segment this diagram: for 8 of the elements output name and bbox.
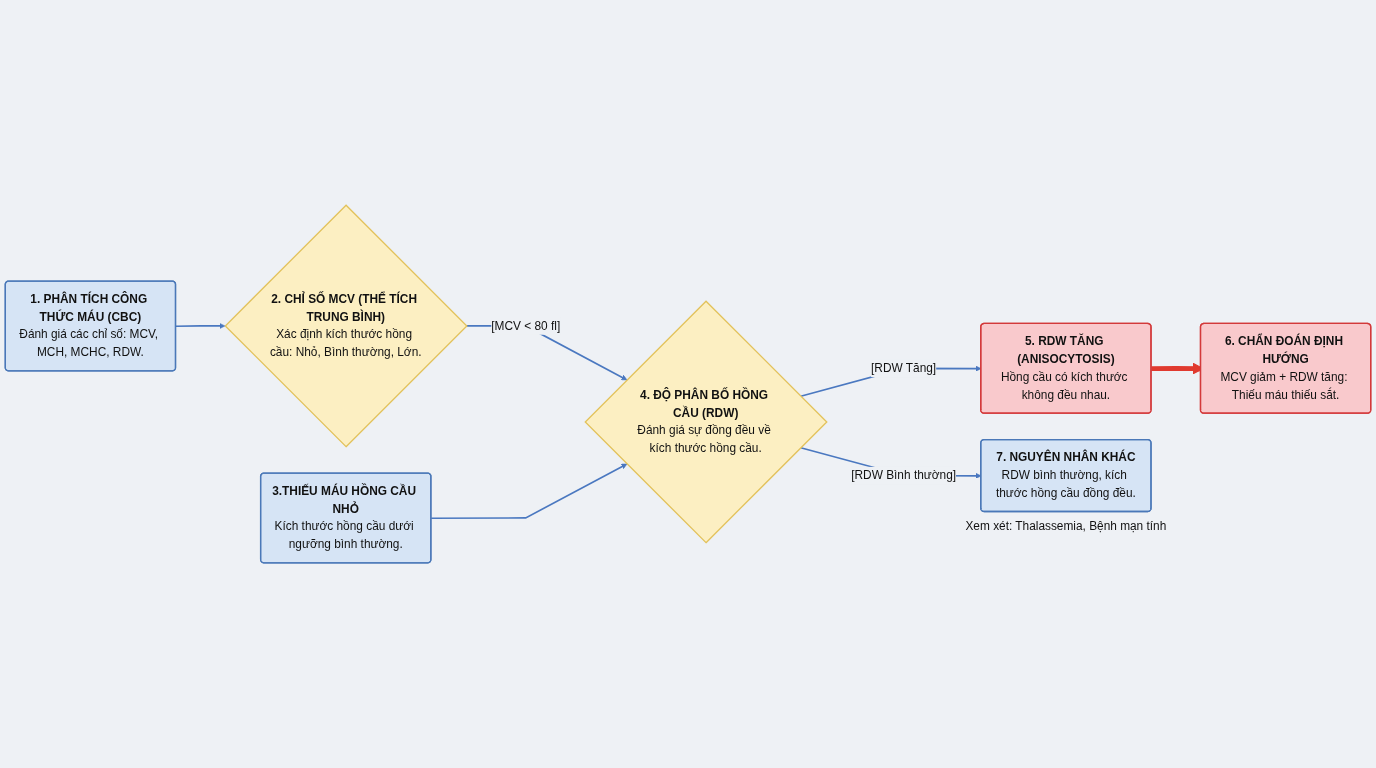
edge-label: [RDW Tăng] [871,361,937,375]
arrow [175,323,226,329]
node-diamond: 2. CHỈ SỐ MCV (THỂ TÍCH TRUNG BÌNH) Xác định kích thước hồng cầu: Nhỏ, Bình thường, Lớn. [224,204,468,448]
node-note: Xem xét: Thalassemia, Bệnh mạn tính [965,519,1167,533]
node-diamond: 4. ĐỘ PHÂN BỐ HỒNG CẦU (RDW) Đánh giá sự đồng đều về kích thước hồng cầu. [584,300,828,544]
edge-label: [RDW Bình thường] [851,468,957,482]
edge-label: [MCV < 80 fl] [491,319,561,333]
arrow [430,463,628,520]
